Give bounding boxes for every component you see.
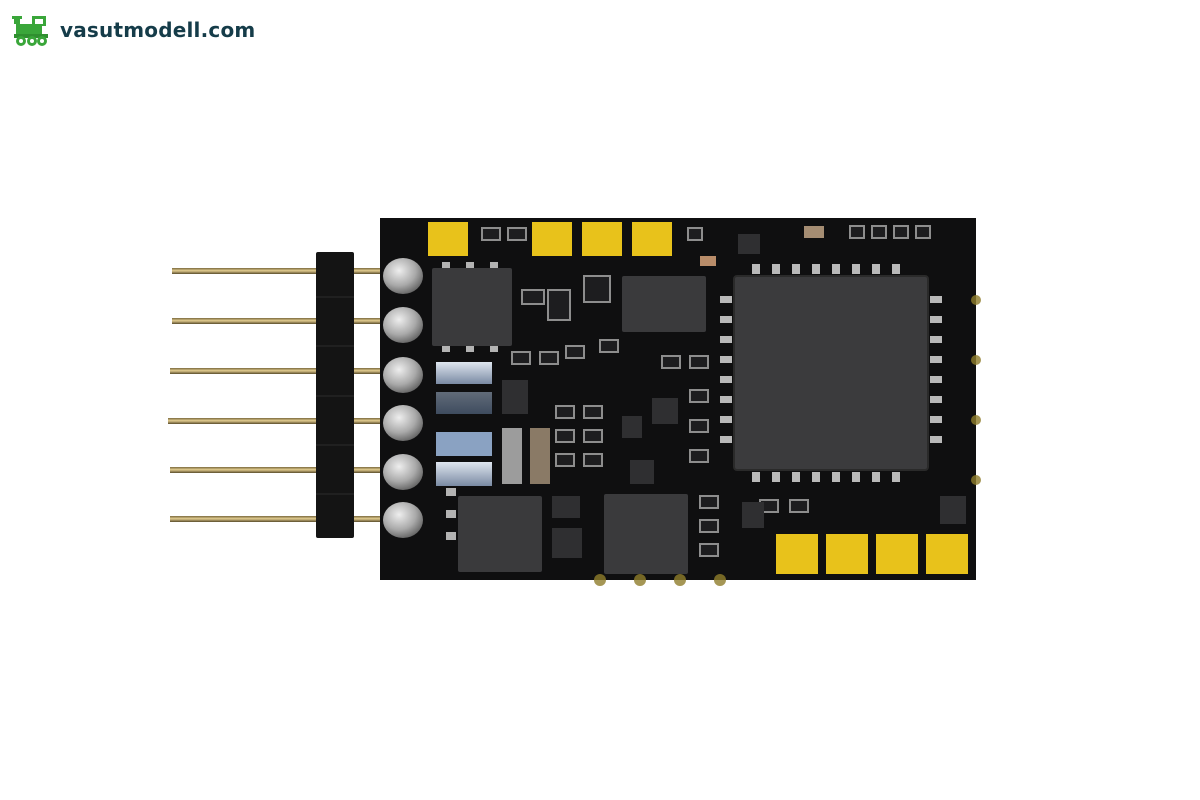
brand-name: vasutmodell.com <box>60 18 256 42</box>
locomotive-icon <box>12 16 48 46</box>
brand-header[interactable]: vasutmodell.com <box>10 12 255 48</box>
header-pins <box>168 268 387 522</box>
